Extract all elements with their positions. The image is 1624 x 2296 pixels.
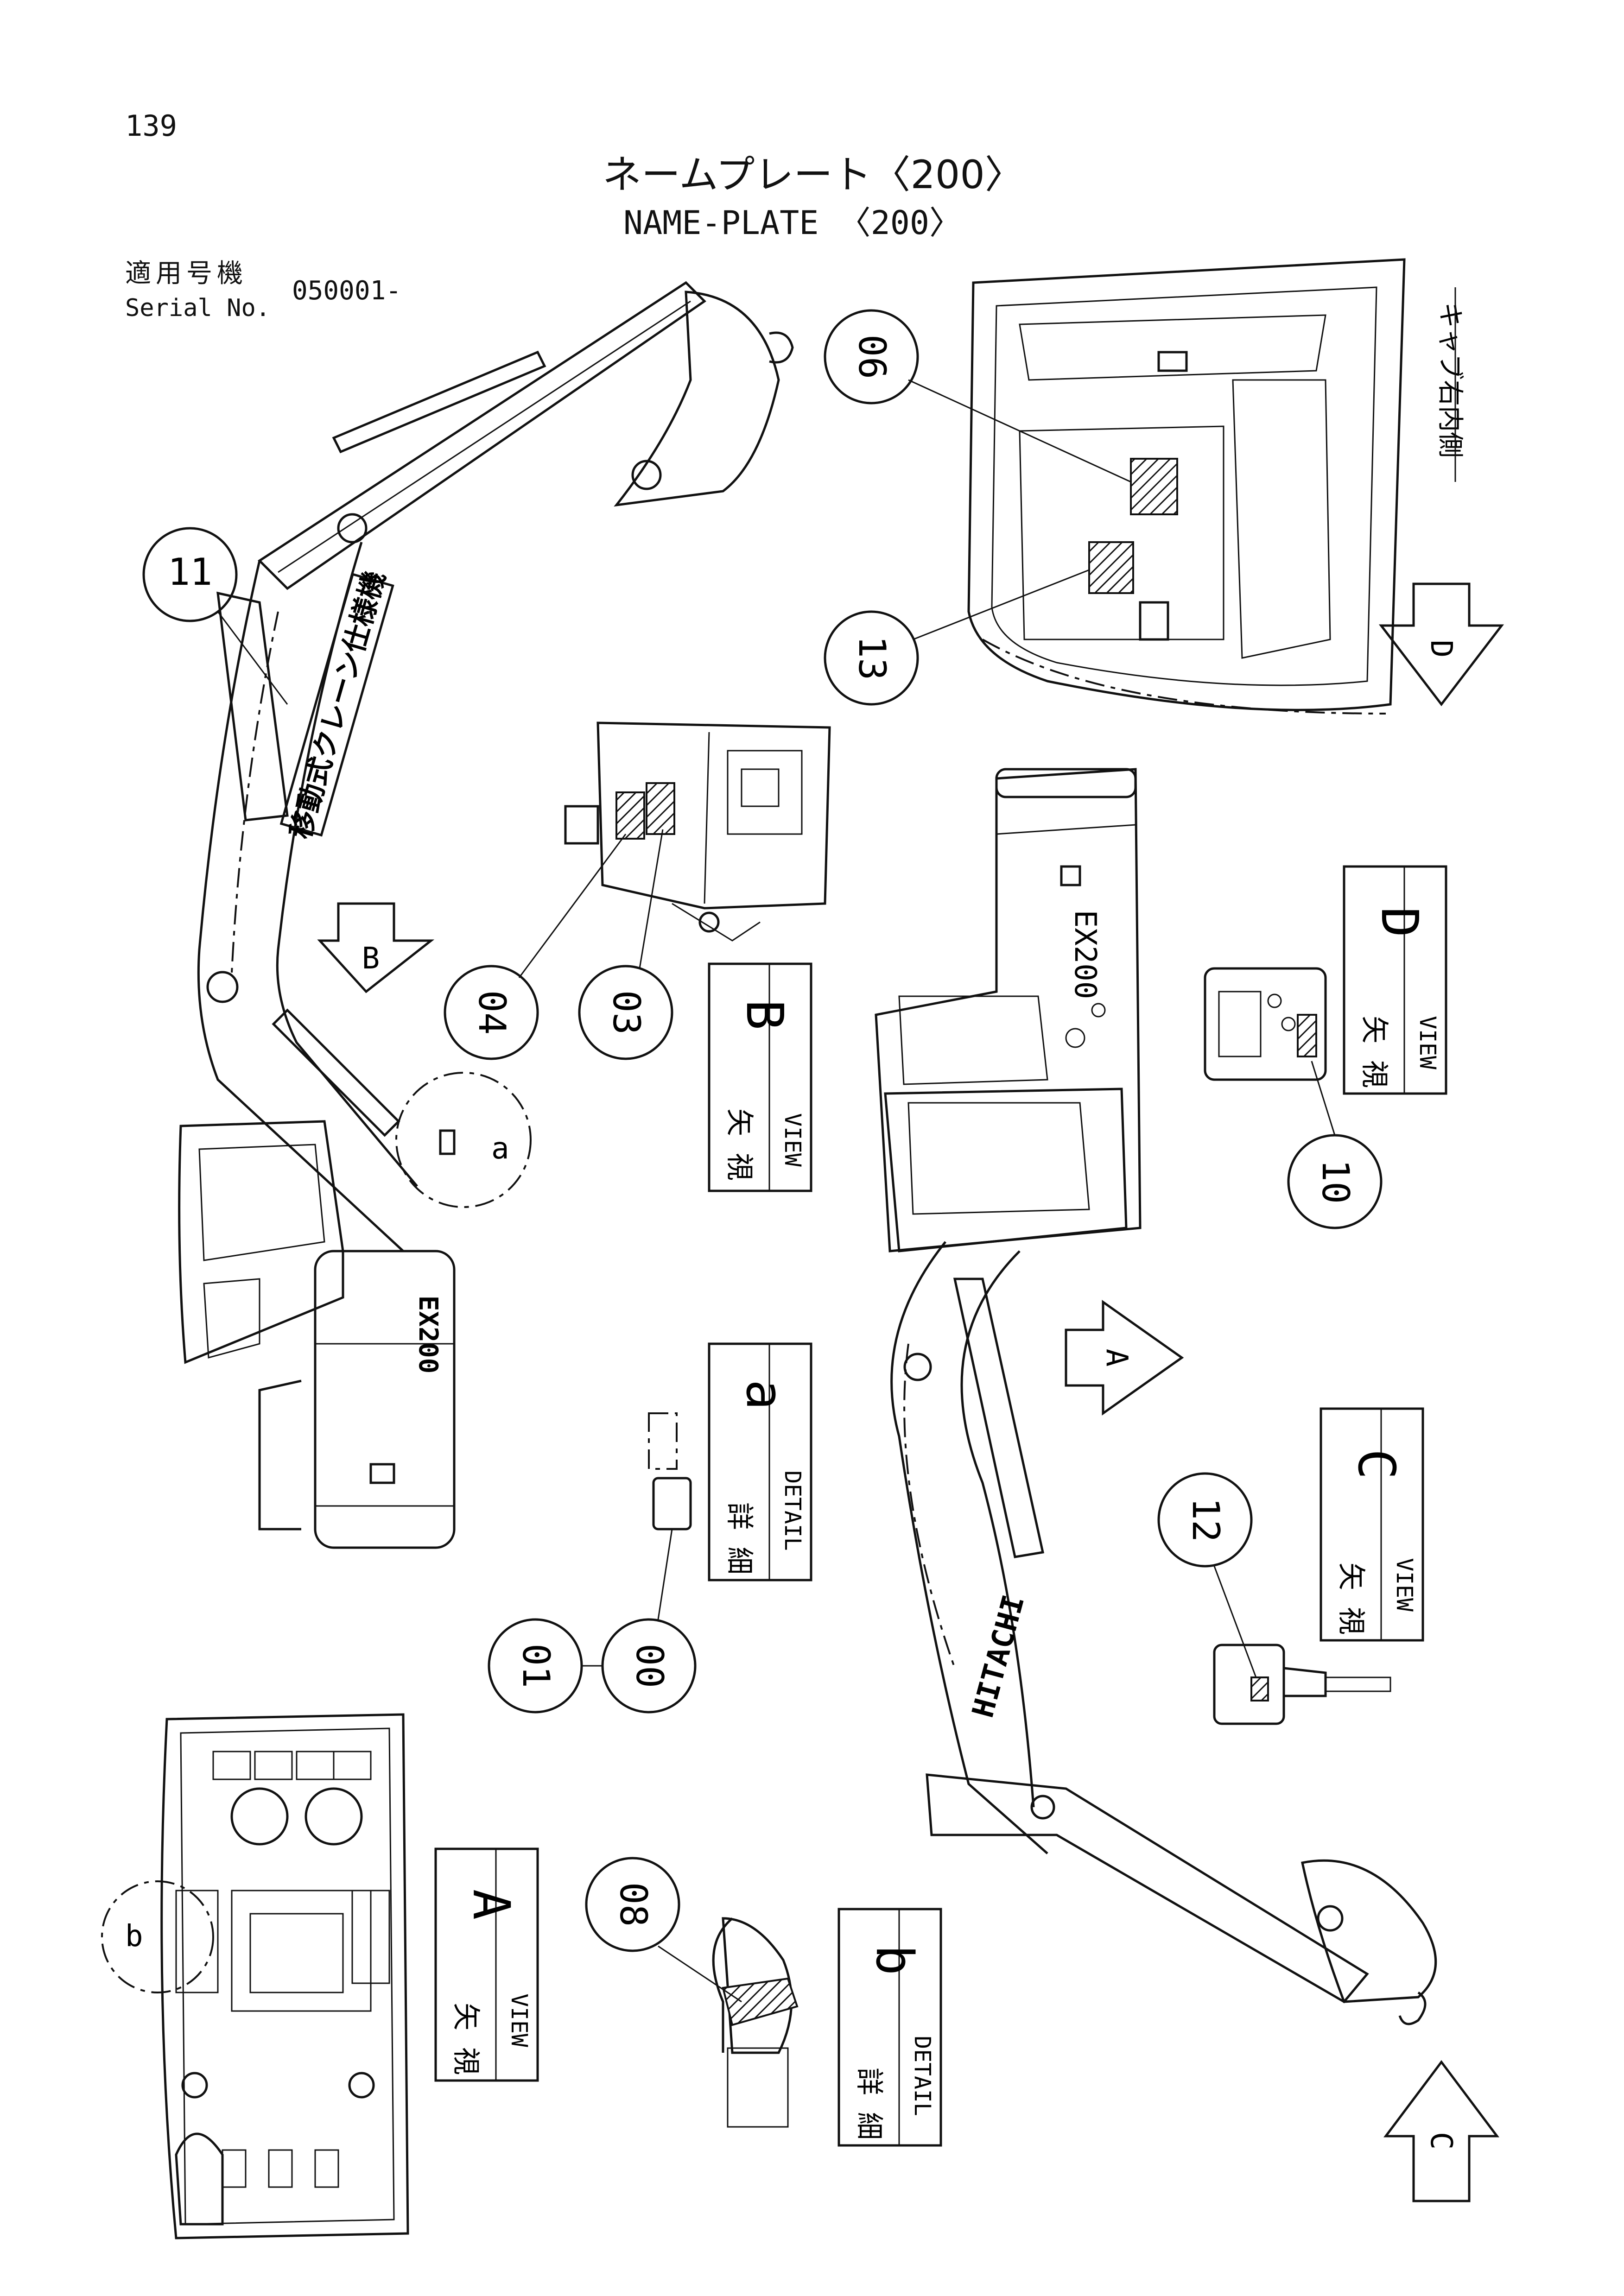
- svg-text:B: B: [362, 942, 380, 976]
- svg-text:VIEW: VIEW: [1415, 1016, 1440, 1069]
- svg-text:DETAIL: DETAIL: [780, 1470, 806, 1550]
- svg-text:10: 10: [1314, 1159, 1357, 1204]
- svg-text:詳 細: 詳 細: [723, 1502, 755, 1575]
- svg-text:03: 03: [605, 990, 648, 1035]
- svg-text:12: 12: [1184, 1498, 1227, 1542]
- callout-11: 11: [142, 527, 288, 705]
- left-excavator-drawing: 移動式クレーン仕様機 EX200 a: [178, 281, 794, 1549]
- callout-03: 03: [578, 829, 673, 1060]
- callout-10: 10: [1287, 1061, 1383, 1229]
- svg-text:VIEW: VIEW: [1391, 1558, 1417, 1612]
- detail-marker-b: b: [125, 1919, 143, 1954]
- model-badge-left: EX200: [413, 1296, 443, 1374]
- svg-text:A: A: [462, 1889, 521, 1920]
- callout-04: 04: [444, 834, 627, 1060]
- view-box-b: 矢 視 VIEW B: [708, 962, 812, 1192]
- svg-text:VIEW: VIEW: [506, 1993, 532, 2047]
- svg-text:13: 13: [850, 636, 894, 680]
- cab-interior-drawing: [967, 258, 1406, 715]
- serial-value: 050001-: [292, 276, 402, 306]
- svg-text:D: D: [1424, 640, 1458, 658]
- svg-text:矢 視: 矢 視: [450, 2003, 482, 2075]
- svg-text:04: 04: [470, 990, 514, 1035]
- view-arrow-b: B: [317, 902, 435, 993]
- svg-text:01: 01: [514, 1644, 558, 1688]
- svg-text:C: C: [1347, 1449, 1406, 1480]
- cab-inside-note: キャブ右内側: [1435, 302, 1465, 458]
- svg-text:00: 00: [628, 1644, 671, 1688]
- svg-text:B: B: [735, 999, 794, 1030]
- page-title-jp: ネームプレート〈200〉: [603, 152, 1024, 197]
- callout-12: 12: [1157, 1472, 1257, 1678]
- view-arrow-c: C: [1383, 2060, 1499, 2202]
- model-badge-right: EX200: [1068, 910, 1102, 999]
- callout-08: 08: [585, 1857, 742, 2003]
- detail-box-a: 詳 細 DETAIL a: [708, 1342, 812, 1581]
- view-d-drawing: [1204, 967, 1327, 1081]
- svg-text:矢 視: 矢 視: [1335, 1562, 1367, 1635]
- detail-a-drawing: [648, 1412, 692, 1531]
- view-box-d: 矢 視 VIEW D: [1343, 865, 1447, 1095]
- detail-box-b: 詳 細 DETAIL b: [837, 1908, 942, 2147]
- brand-badge: HITACHI: [966, 1592, 1031, 1721]
- serial-label-jp: 適用号機: [125, 259, 247, 289]
- svg-text:b: b: [865, 1945, 924, 1975]
- callout-13: 13: [824, 569, 1090, 706]
- svg-text:矢 視: 矢 視: [723, 1108, 755, 1181]
- view-box-a: 矢 視 VIEW A: [434, 1847, 539, 2082]
- detail-b-drawing: [712, 1917, 799, 2128]
- svg-text:キャブ右内側: キャブ右内側: [1435, 302, 1465, 458]
- svg-text:DETAIL: DETAIL: [909, 2036, 935, 2116]
- svg-text:詳 細: 詳 細: [853, 2068, 885, 2140]
- view-box-c: 矢 視 VIEW C: [1320, 1407, 1424, 1642]
- view-arrow-a: A: [1065, 1300, 1184, 1416]
- serial-label-en: Serial No.: [125, 294, 271, 322]
- svg-text:08: 08: [612, 1882, 655, 1927]
- view-c-drawing: [1213, 1644, 1391, 1725]
- svg-text:06: 06: [850, 335, 894, 379]
- svg-text:VIEW: VIEW: [780, 1113, 806, 1167]
- right-excavator-drawing: EX200 HITACHI: [875, 768, 1437, 2025]
- view-a-drawing: b: [101, 1713, 409, 2239]
- detail-marker-a: a: [491, 1132, 509, 1166]
- callout-06: 06: [824, 309, 1131, 483]
- svg-text:D: D: [1370, 907, 1429, 937]
- svg-text:11: 11: [168, 550, 212, 594]
- page-title-en: NAME-PLATE 〈200〉: [623, 204, 962, 242]
- boom-crane-label: 移動式クレーン仕様機: [284, 568, 392, 842]
- page-number: 139: [125, 109, 177, 143]
- svg-text:a: a: [735, 1379, 794, 1410]
- svg-text:A: A: [1099, 1349, 1134, 1367]
- callout-01: 01: [488, 1618, 583, 1714]
- callout-00: 00: [582, 1529, 697, 1714]
- view-b-drawing: [564, 721, 831, 942]
- svg-text:C: C: [1424, 2132, 1458, 2150]
- view-arrow-d: D: [1378, 582, 1504, 707]
- svg-text:矢 視: 矢 視: [1358, 1016, 1390, 1088]
